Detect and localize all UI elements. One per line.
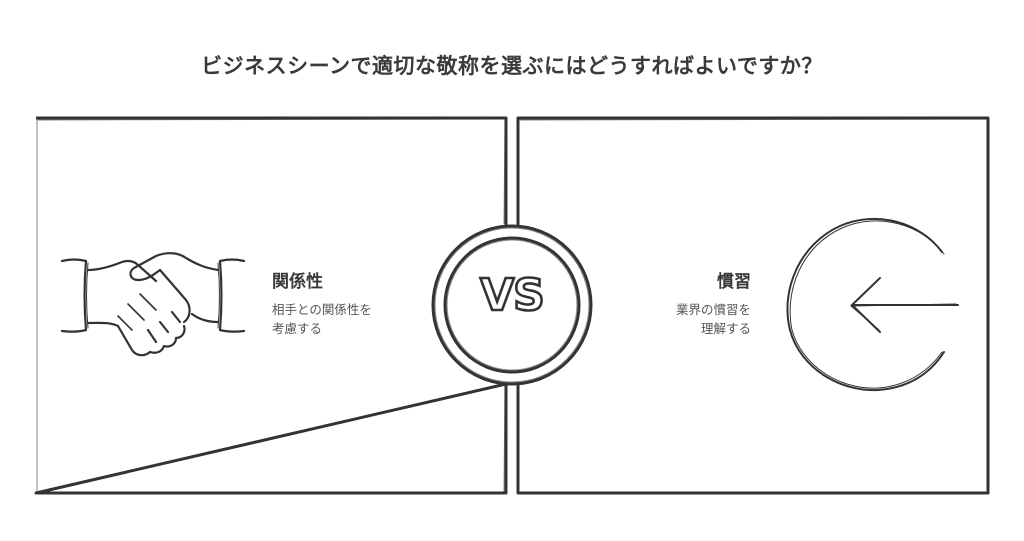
left-heading: 関係性 [272, 272, 323, 292]
diagram-title: ビジネスシーンで適切な敬称を選ぶにはどうすればよいですか？ [201, 54, 823, 78]
right-description: 業界の慣習を 理解する [675, 302, 751, 336]
vs-badge [431, 224, 593, 386]
left-description: 相手との関係性を 考慮する [272, 302, 372, 336]
arrow-left-circle-icon [786, 217, 959, 392]
vs-label: VS [479, 269, 546, 323]
right-panel [516, 116, 990, 495]
right-heading: 慣習 [717, 272, 751, 292]
left-panel [34, 116, 508, 495]
handshake-icon [60, 252, 246, 357]
